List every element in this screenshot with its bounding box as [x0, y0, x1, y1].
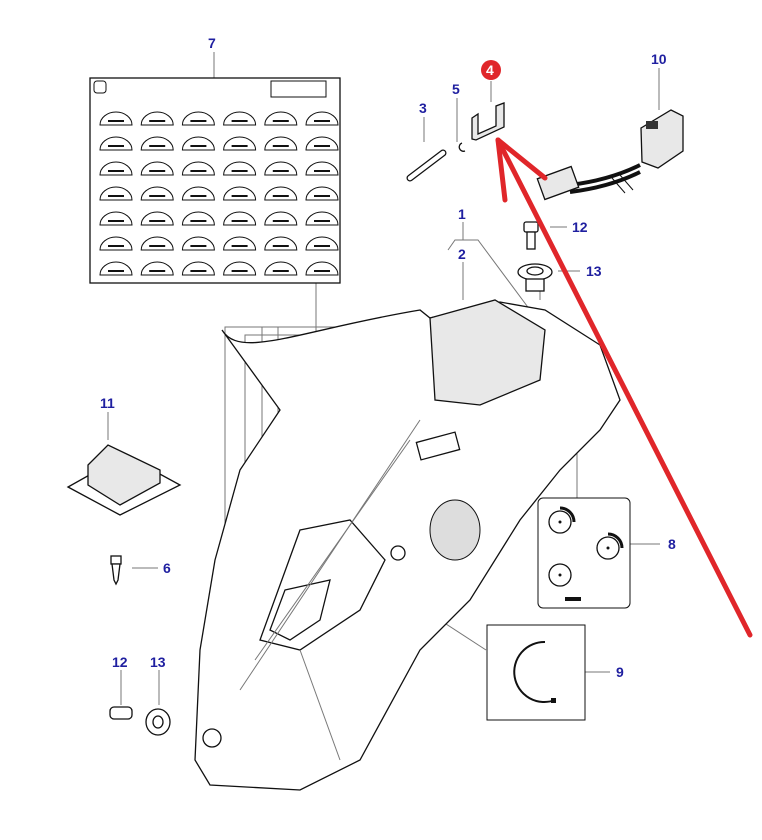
- callout-labels: 7 3 5 4 10 1 2 12 13 11 6 8 9 12 13: [100, 35, 676, 680]
- callout-4-badge: [481, 60, 501, 80]
- part-3-pin: [406, 149, 447, 182]
- part-11-cover: [66, 444, 182, 516]
- callout-12: 12: [572, 219, 588, 235]
- callout-5: 5: [452, 81, 460, 97]
- callout-3: 3: [419, 100, 427, 116]
- part-13-grommet-bottom: [145, 708, 171, 736]
- callout-11: 11: [100, 395, 115, 411]
- part-2-console-housing: [194, 299, 621, 791]
- callout-6: 6: [163, 560, 171, 576]
- callout-4: 4: [486, 62, 494, 78]
- part-12-screw: [523, 221, 539, 250]
- part-9-dial-label: [486, 624, 586, 721]
- callout-13: 13: [586, 263, 602, 279]
- callout-9: 9: [616, 664, 624, 680]
- part-4-bracket: [471, 102, 505, 141]
- callout-12-bottom: 12: [112, 654, 128, 670]
- part-8-dial-label: [537, 497, 631, 609]
- highlight-arrow: [495, 137, 753, 638]
- part-6-screw: [110, 555, 122, 586]
- part-7-decal-sheet: [89, 77, 341, 284]
- callout-1: 1: [458, 206, 466, 222]
- part-12-screw-bottom: [109, 706, 133, 720]
- callout-10: 10: [651, 51, 667, 67]
- callout-8: 8: [668, 536, 676, 552]
- part-10-switch-connector: [536, 109, 684, 201]
- part-5-clip: [458, 142, 466, 152]
- callout-13-bottom: 13: [150, 654, 166, 670]
- callout-7: 7: [208, 35, 216, 51]
- callout-2: 2: [458, 246, 466, 262]
- part-13-grommet: [517, 263, 553, 292]
